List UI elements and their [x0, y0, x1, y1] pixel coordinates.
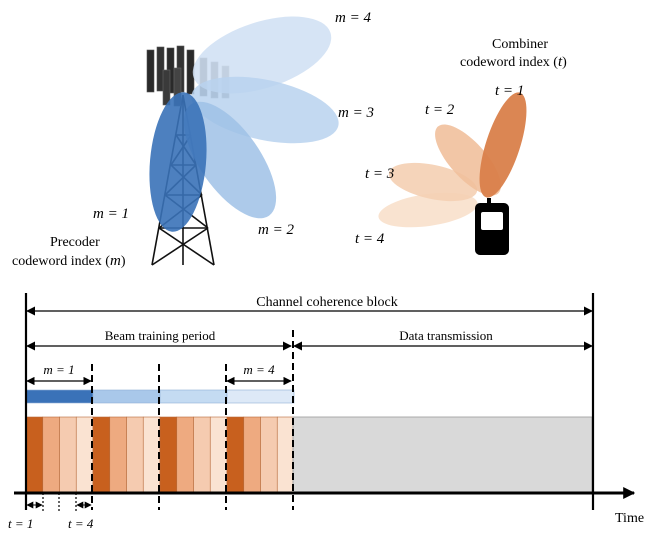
precoder-beam-m1	[149, 92, 207, 232]
base-station	[146, 16, 339, 266]
precoder-bar-segment-m4	[226, 389, 295, 404]
combiner-slot-m2-t3	[126, 416, 144, 494]
precoder-caption-line1: Precoder	[50, 235, 100, 250]
data-transmission-block	[292, 416, 593, 494]
precoder-beam-m2	[183, 101, 277, 219]
combiner-beam-label-t3: t = 3	[365, 166, 394, 182]
mobile-phone-icon	[475, 198, 509, 255]
combiner-slot-m4-t4	[276, 416, 295, 494]
precoder-bar-segment-m1	[25, 389, 94, 404]
precoder-beam-label-m3: m = 3	[338, 105, 374, 121]
user-equipment	[378, 92, 527, 255]
coherence-block-label: Channel coherence block	[256, 295, 398, 310]
combiner-slots	[25, 416, 295, 494]
combiner-beam-label-t4: t = 4	[355, 231, 385, 247]
precoder-beam-m4	[192, 16, 332, 94]
combiner-slot-m4-t3	[260, 416, 278, 494]
combiner-slot-m3-t4	[209, 416, 228, 494]
combiner-slot-m1-t1	[25, 416, 44, 494]
combiner-slot-m1-t3	[59, 416, 77, 494]
combiner-slot-m3-t3	[193, 416, 211, 494]
combiner-slot-m3-t1	[159, 416, 178, 494]
precoder-caption-line2: codeword index (m)	[12, 253, 126, 269]
combiner-slot-m2-t4	[142, 416, 161, 494]
time-axis-label: Time	[615, 511, 644, 526]
combiner-slot-m4-t2	[243, 416, 261, 494]
precoder-bar-segment-m3	[159, 389, 228, 404]
combiner-caption-line1: Combiner	[492, 37, 548, 52]
precoder-beam-label-m2: m = 2	[258, 222, 294, 238]
combiner-slot-m1-t2	[42, 416, 60, 494]
combiner-slot-m2-t1	[92, 416, 111, 494]
combiner-caption-line2: codeword index (t)	[460, 54, 567, 70]
data-transmission-label: Data transmission	[399, 328, 493, 343]
combiner-beam-t1	[479, 92, 527, 198]
combiner-slot-m4-t1	[226, 416, 245, 494]
combiner-slot-m2-t2	[109, 416, 127, 494]
timeline: Channel coherence block Beam training pe…	[8, 293, 644, 531]
combiner-beam-label-t1: t = 1	[495, 83, 524, 99]
combiner-slot-m3-t2	[176, 416, 194, 494]
combiner-slot-m1-t4	[75, 416, 94, 494]
combiner-beam-label-t2: t = 2	[425, 102, 455, 118]
t1-label: t = 1	[8, 516, 33, 531]
precoder-beam-label-m4: m = 4	[335, 10, 371, 26]
precoder-beam-label-m1: m = 1	[93, 206, 129, 222]
precoder-bar-segment-m2	[92, 389, 161, 404]
m1-label: m = 1	[43, 362, 74, 377]
t4-label: t = 4	[68, 516, 94, 531]
combiner-beam-t4	[378, 192, 478, 228]
m4-label: m = 4	[243, 362, 275, 377]
training-period-label: Beam training period	[105, 328, 216, 343]
precoder-bar	[25, 389, 295, 404]
